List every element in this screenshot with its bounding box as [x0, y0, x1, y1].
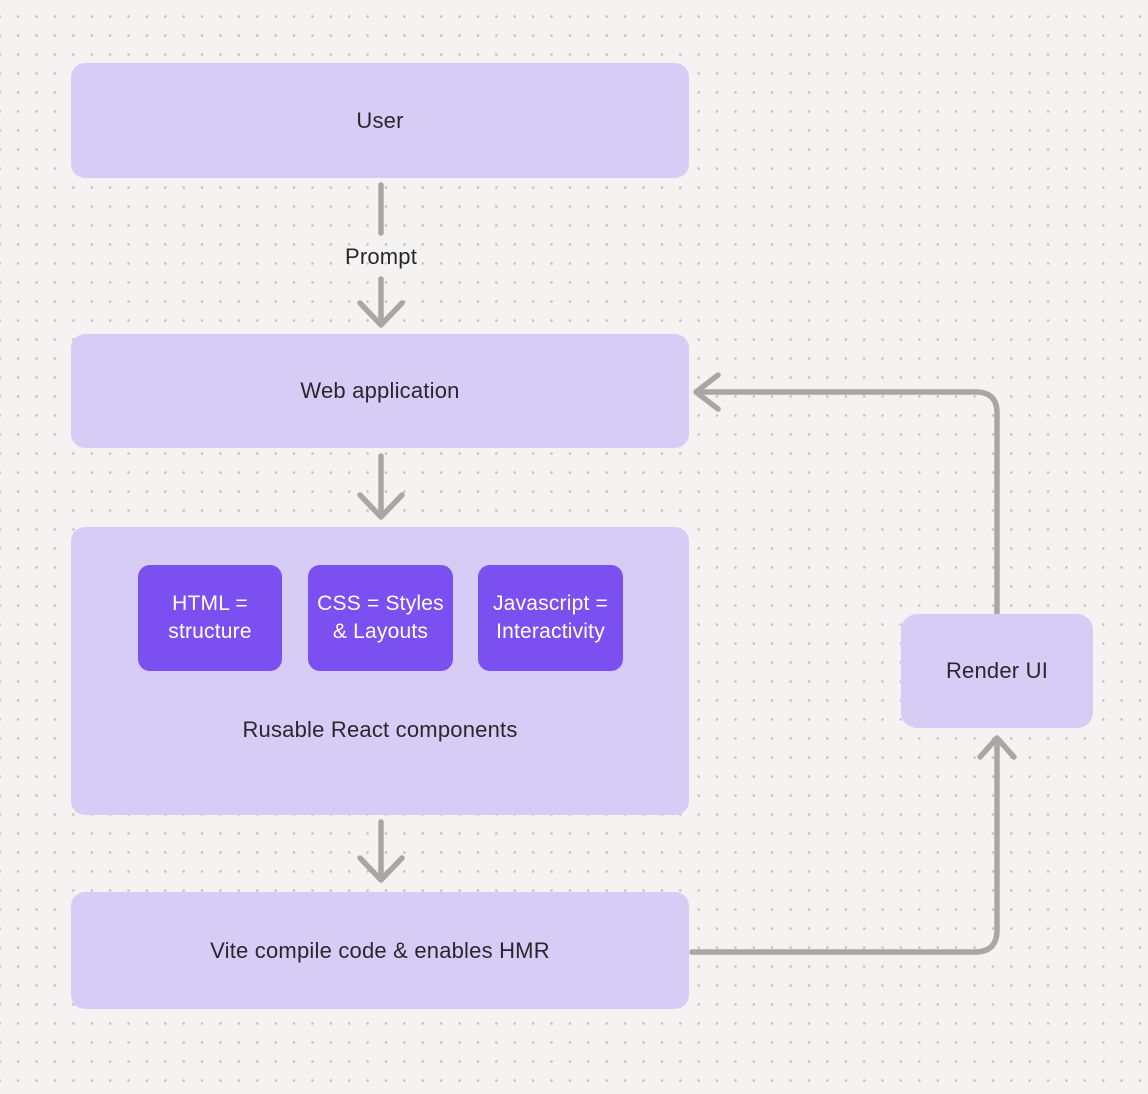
chip-javascript-line2: Interactivity — [496, 620, 605, 643]
chip-html-line1: HTML = — [172, 592, 248, 615]
node-render-ui: Render UI — [901, 614, 1093, 728]
components-group-caption: Rusable React components — [242, 717, 518, 742]
arrowhead-down-icon — [357, 855, 405, 883]
node-user: User — [71, 63, 689, 178]
node-render-ui-label: Render UI — [945, 658, 1049, 683]
node-user-label: User — [356, 107, 404, 133]
arrowhead-down-icon — [357, 300, 405, 328]
arrowhead-left-icon — [693, 372, 721, 412]
arrowhead-down-icon — [357, 492, 405, 520]
edge-renderui-to-webapp-elbow — [700, 389, 1000, 617]
chip-javascript: Javascript = Interactivity — [478, 565, 623, 671]
edge-vite-to-renderui — [689, 735, 1017, 955]
chip-css-line1: CSS = Styles — [317, 592, 444, 615]
edge-components-to-vite — [357, 819, 405, 883]
node-vite-label: Vite compile code & enables HMR — [210, 937, 550, 963]
edge-prompt-label: Prompt — [344, 244, 418, 269]
node-web-application-label: Web application — [300, 378, 460, 403]
edge-renderui-to-webapp — [693, 372, 1000, 617]
chip-html: HTML = structure — [138, 565, 282, 671]
edge-webapp-to-components — [357, 453, 405, 520]
chip-css-line2: & Layouts — [332, 620, 429, 643]
node-vite: Vite compile code & enables HMR — [71, 892, 689, 1009]
edge-vite-to-renderui-elbow — [689, 742, 1000, 955]
arrowhead-up-icon — [977, 735, 1017, 760]
chip-css: CSS = Styles & Layouts — [308, 565, 453, 671]
node-components-group: HTML = structure CSS = Styles & Layouts … — [71, 527, 689, 815]
chip-html-line2: structure — [168, 620, 252, 643]
node-web-application: Web application — [71, 334, 689, 448]
chip-javascript-line1: Javascript = — [492, 592, 609, 615]
